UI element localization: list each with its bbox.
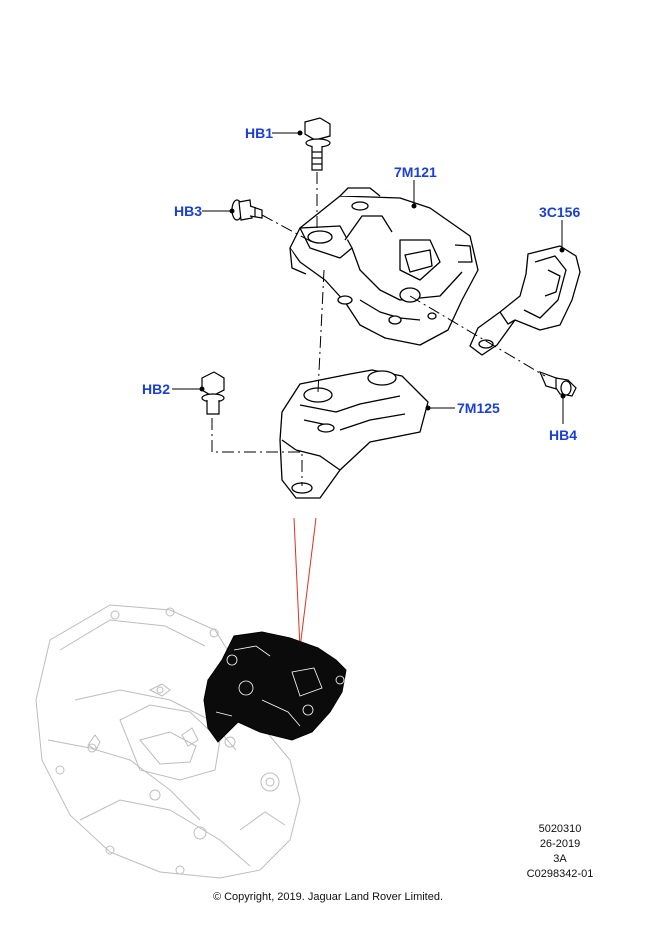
bolt-hb4	[538, 370, 577, 397]
leader-dots	[199, 130, 566, 411]
bolt-hb2	[201, 371, 225, 415]
reference-line-3: 3A	[553, 853, 567, 865]
bolt-hb3	[231, 199, 263, 221]
transmission-context-view	[35, 604, 301, 879]
bracket-7m125	[279, 369, 429, 499]
callout-hb3: HB3	[174, 203, 202, 219]
reference-line-4: C0298342-01	[526, 868, 594, 880]
callout-7m121: 7M121	[394, 164, 437, 180]
location-pointer-lines	[293, 517, 317, 649]
callout-hb2: HB2	[142, 381, 170, 397]
diagram-reference-block: 5020310 26-2019 3A C0298342-01	[500, 822, 620, 882]
installed-mount-silhouette	[203, 631, 347, 743]
callout-hb1: HB1	[245, 125, 273, 141]
reference-line-1: 5020310	[538, 823, 582, 835]
leader-lines	[172, 132, 564, 424]
copyright-notice: © Copyright, 2019. Jaguar Land Rover Lim…	[212, 891, 444, 903]
alignment-lines	[211, 172, 546, 486]
bolt-hb1	[304, 117, 331, 171]
heat-shield-3c156	[469, 245, 581, 356]
engine-mount-7m121	[289, 187, 479, 346]
callout-3c156: 3C156	[539, 204, 580, 220]
reference-line-2: 26-2019	[539, 838, 581, 850]
callout-7m125: 7M125	[457, 400, 500, 416]
callout-hb4: HB4	[549, 427, 577, 443]
